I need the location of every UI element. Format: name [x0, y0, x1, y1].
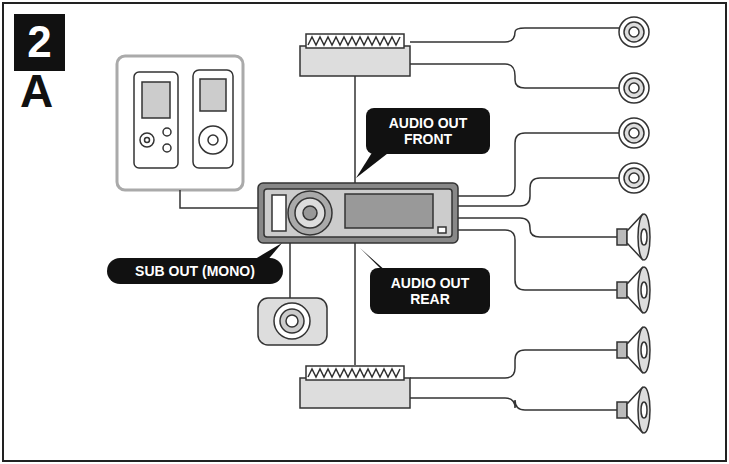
- tweeter: [619, 163, 649, 193]
- woofer: [617, 387, 650, 433]
- callout-label: AUDIO OUT FRONT: [366, 108, 490, 154]
- node-text: AUDIO OUT FRONT: [372, 115, 484, 147]
- amplifier: [300, 34, 410, 76]
- head-unit: [258, 183, 458, 243]
- woofer: [617, 327, 650, 373]
- callout-label: SUB OUT (MONO): [107, 258, 283, 284]
- portable-player: [134, 72, 178, 168]
- player-group: [117, 56, 243, 190]
- step-number: 2: [14, 14, 65, 71]
- section-letter: A: [20, 64, 53, 118]
- woofer: [617, 267, 650, 313]
- tweeter: [619, 17, 649, 47]
- frame: [3, 3, 726, 461]
- amplifier: [300, 366, 410, 408]
- portable-player: [193, 70, 233, 168]
- tweeter: [619, 118, 649, 148]
- node-text: 2: [27, 17, 51, 68]
- wires: [180, 28, 619, 410]
- tweeter: [619, 73, 649, 103]
- subwoofer: [258, 298, 327, 345]
- callout-label: AUDIO OUT REAR: [370, 268, 490, 314]
- node-text: AUDIO OUT REAR: [376, 275, 484, 307]
- woofer: [617, 214, 650, 260]
- node-text: SUB OUT (MONO): [135, 263, 255, 279]
